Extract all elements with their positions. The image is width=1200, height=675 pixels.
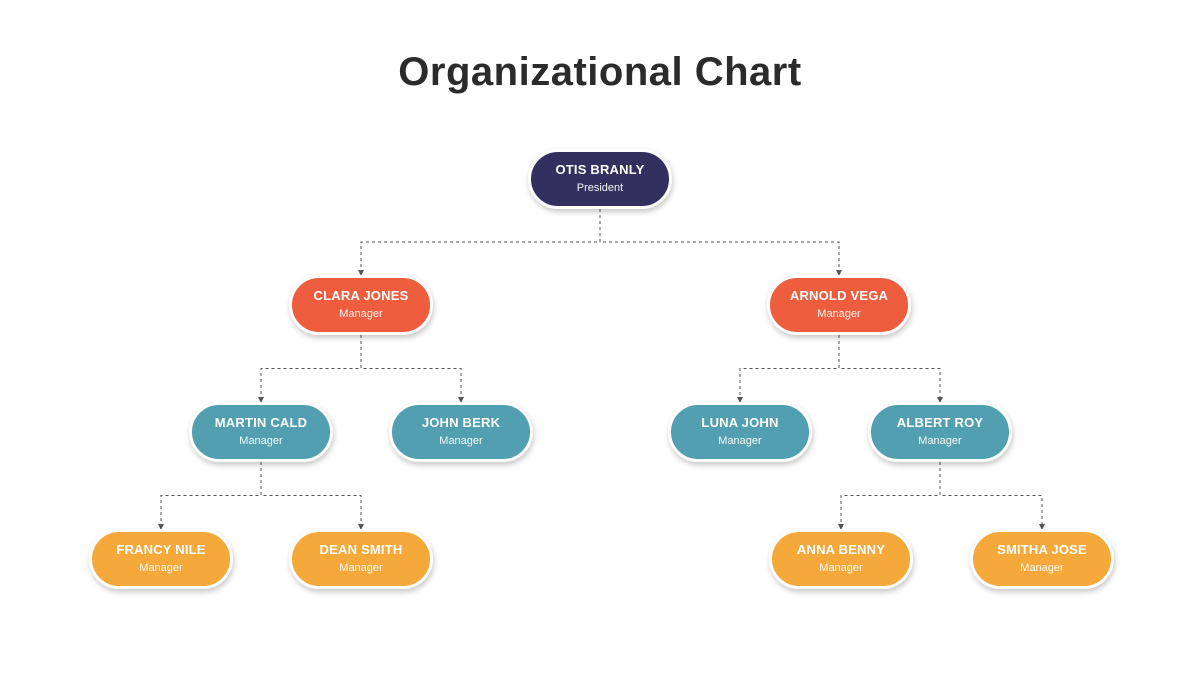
connector-albert_roy-to-anna_benny bbox=[838, 462, 941, 530]
org-node-francy-nile[interactable]: FRANCY NILE Manager bbox=[89, 529, 233, 589]
node-name: FRANCY NILE bbox=[116, 542, 206, 557]
node-role: Manager bbox=[339, 308, 383, 320]
node-name: MARTIN CALD bbox=[214, 415, 308, 430]
connector-albert_roy-to-smitha_jose bbox=[939, 462, 1045, 530]
node-role: Manager bbox=[339, 562, 383, 574]
org-node-otis-branly[interactable]: OTIS BRANLY President bbox=[528, 149, 672, 209]
node-name: OTIS BRANLY bbox=[555, 162, 645, 177]
node-name: CLARA JONES bbox=[313, 288, 409, 303]
node-role: Manager bbox=[718, 435, 762, 447]
connector-clara_jones-to-john_berk bbox=[360, 335, 464, 403]
org-node-luna-john[interactable]: LUNA JOHN Manager bbox=[668, 402, 812, 462]
node-role: Manager bbox=[819, 562, 863, 574]
connector-martin_cald-to-dean_smith bbox=[260, 462, 364, 530]
org-node-smitha-jose[interactable]: SMITHA JOSE Manager bbox=[970, 529, 1114, 589]
node-role: President bbox=[576, 182, 624, 194]
node-name: ARNOLD VEGA bbox=[789, 288, 889, 303]
node-name: SMITHA JOSE bbox=[997, 542, 1087, 557]
org-node-albert-roy[interactable]: ALBERT ROY Manager bbox=[868, 402, 1012, 462]
node-role: Manager bbox=[439, 435, 483, 447]
org-node-john-berk[interactable]: JOHN BERK Manager bbox=[389, 402, 533, 462]
connector-martin_cald-to-francy_nile bbox=[158, 462, 262, 530]
connector-arnold_vega-to-albert_roy bbox=[838, 335, 943, 403]
node-role: Manager bbox=[239, 435, 283, 447]
connector-arnold_vega-to-luna_john bbox=[737, 335, 840, 403]
org-node-clara-jones[interactable]: CLARA JONES Manager bbox=[289, 275, 433, 335]
org-node-arnold-vega[interactable]: ARNOLD VEGA Manager bbox=[767, 275, 911, 335]
node-name: ANNA BENNY bbox=[796, 542, 886, 557]
node-role: Manager bbox=[139, 562, 183, 574]
node-role: Manager bbox=[1020, 562, 1064, 574]
node-role: Manager bbox=[817, 308, 861, 320]
node-name: JOHN BERK bbox=[421, 415, 501, 430]
org-node-dean-smith[interactable]: DEAN SMITH Manager bbox=[289, 529, 433, 589]
node-name: LUNA JOHN bbox=[701, 415, 779, 430]
org-node-anna-benny[interactable]: ANNA BENNY Manager bbox=[769, 529, 913, 589]
connector-otis_branly-to-clara_jones bbox=[358, 209, 601, 276]
connector-clara_jones-to-martin_cald bbox=[258, 335, 362, 403]
node-name: ALBERT ROY bbox=[896, 415, 984, 430]
connector-otis_branly-to-arnold_vega bbox=[599, 209, 842, 276]
org-node-martin-cald[interactable]: MARTIN CALD Manager bbox=[189, 402, 333, 462]
page-title: Organizational Chart bbox=[398, 50, 802, 94]
node-name: DEAN SMITH bbox=[319, 542, 403, 557]
node-role: Manager bbox=[918, 435, 962, 447]
